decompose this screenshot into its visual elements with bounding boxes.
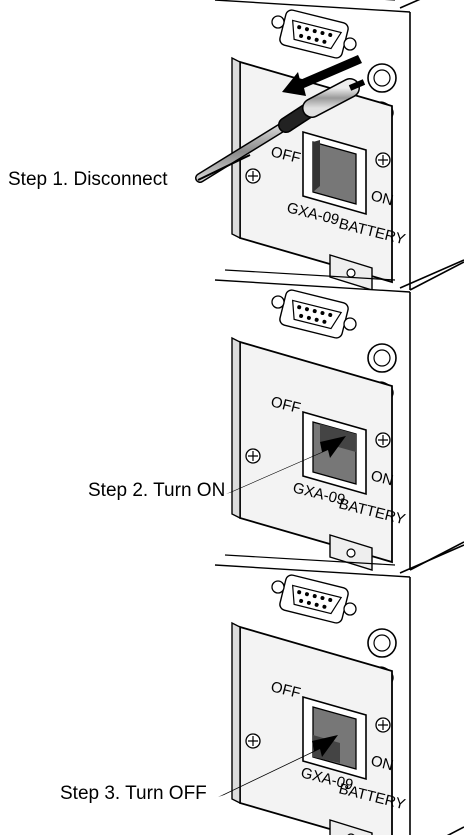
step-1-label: Step 1. Disconnect	[8, 169, 168, 190]
step-3-illustration: OFF ON GXA-09 BATTERY Step 3. Turn OFF	[60, 545, 464, 835]
step-2-illustration: OFF ON GXA-09 BATTERY Step 2. Turn ON	[88, 260, 464, 570]
step-2-label: Step 2. Turn ON	[88, 480, 225, 501]
step-3-label: Step 3. Turn OFF	[60, 783, 207, 804]
step-1-illustration: OFF ON GXA-09 BATTERY Step 1. Disconnect	[8, 0, 464, 290]
